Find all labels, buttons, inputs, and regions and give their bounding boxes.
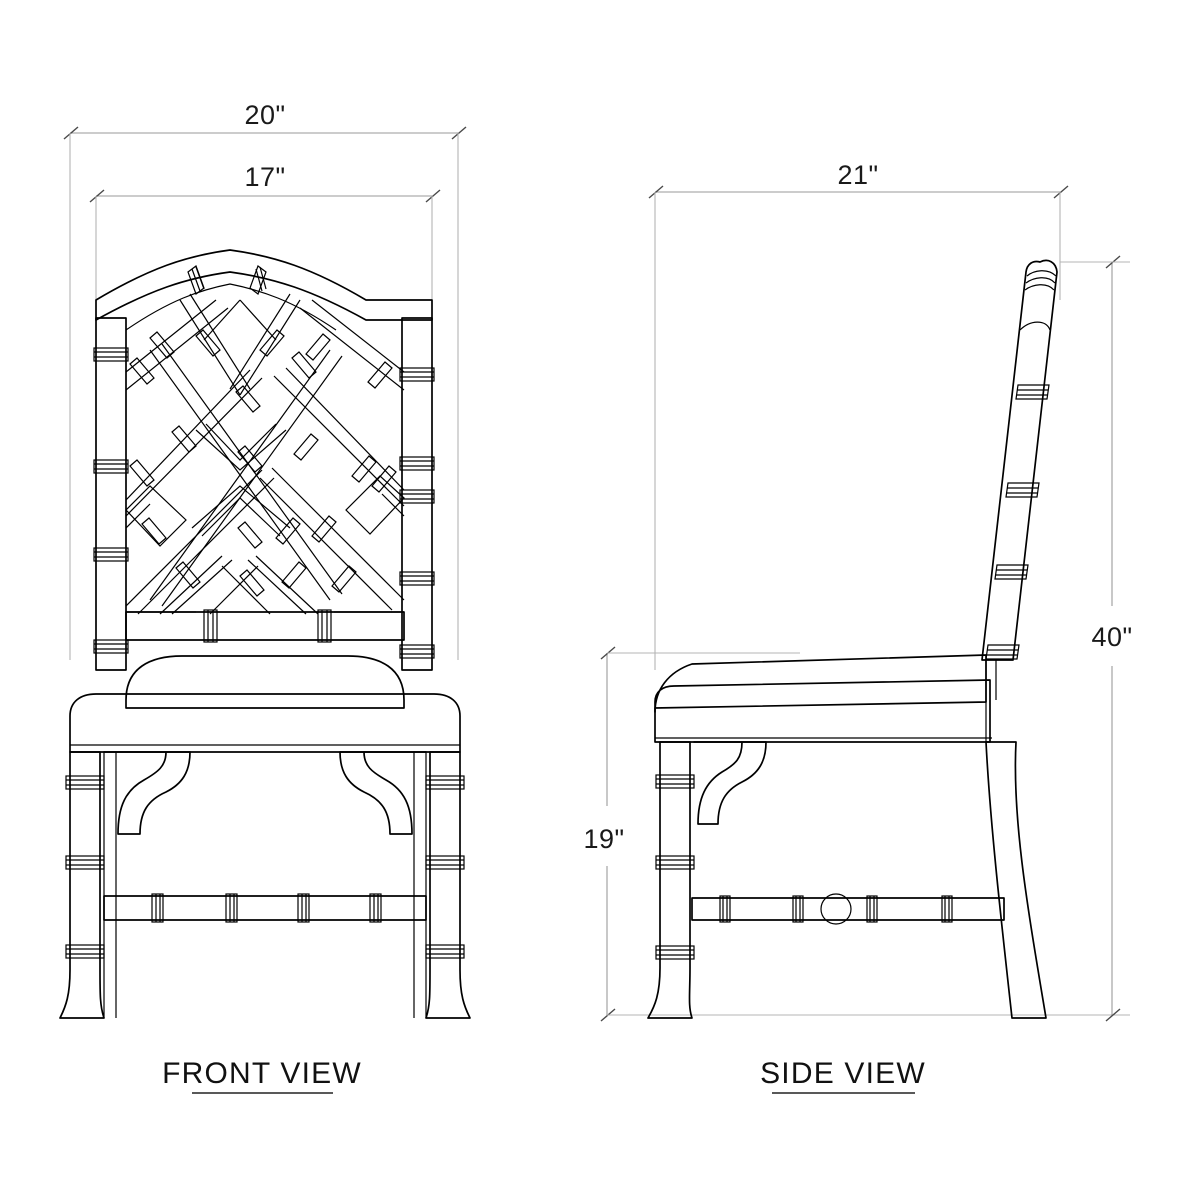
side-front-leg-nodes xyxy=(655,774,695,960)
dimension-side-depth: 21" xyxy=(648,160,1069,670)
side-stretcher-nodes xyxy=(719,895,953,923)
crest-node-right xyxy=(249,265,267,295)
front-back-post-right xyxy=(399,317,435,671)
dimension-front-overall-width: 20" xyxy=(63,100,467,660)
bottom-rail-nodes xyxy=(203,609,332,643)
dimension-side-seat-height: 19" xyxy=(583,646,1130,1022)
front-leg-left xyxy=(59,751,117,1019)
front-corner-bracket-left xyxy=(103,751,191,835)
side-back-post xyxy=(981,259,1058,661)
front-right-leg-nodes xyxy=(425,775,465,959)
front-back-bottom-rail xyxy=(125,609,405,643)
side-stretcher xyxy=(691,893,1005,925)
side-view-chair xyxy=(647,259,1058,1019)
front-corner-bracket-right xyxy=(339,751,427,835)
post-left-nodes xyxy=(93,347,129,654)
stretcher-medallion-icon xyxy=(820,893,852,925)
front-back-post-left xyxy=(93,317,129,671)
front-leg-right xyxy=(413,751,471,1019)
side-back-leg xyxy=(985,741,1047,1019)
side-view-label: SIDE VIEW xyxy=(760,1057,926,1090)
side-seat xyxy=(654,654,997,743)
finial-rings xyxy=(1019,270,1057,331)
dim-label-overall-height: 40" xyxy=(1091,622,1132,652)
front-stretcher xyxy=(103,893,427,923)
post-right-nodes xyxy=(399,367,435,659)
front-seat xyxy=(69,655,461,753)
front-lattice-nodes xyxy=(129,329,397,597)
front-view-chair xyxy=(59,249,471,1019)
dim-label-seat-height: 19" xyxy=(583,824,624,854)
front-stretcher-nodes xyxy=(151,893,382,923)
dim-label-side-depth: 21" xyxy=(837,160,878,190)
side-view-label-group: SIDE VIEW xyxy=(760,1057,926,1094)
front-crest-rail xyxy=(95,249,433,321)
crest-node-left xyxy=(187,265,205,295)
front-view-label: FRONT VIEW xyxy=(162,1057,362,1090)
side-corner-bracket xyxy=(693,741,767,825)
front-view-label-group: FRONT VIEW xyxy=(162,1057,362,1094)
dim-label-front-splat: 17" xyxy=(244,162,285,192)
dimension-side-overall-height: 40" xyxy=(1060,255,1132,1022)
dim-label-front-width: 20" xyxy=(244,100,285,130)
dimension-front-splat-width: 17" xyxy=(89,162,441,300)
front-left-leg-nodes xyxy=(65,775,105,959)
side-front-leg xyxy=(647,741,695,1019)
front-lattice-fretwork xyxy=(125,283,405,615)
